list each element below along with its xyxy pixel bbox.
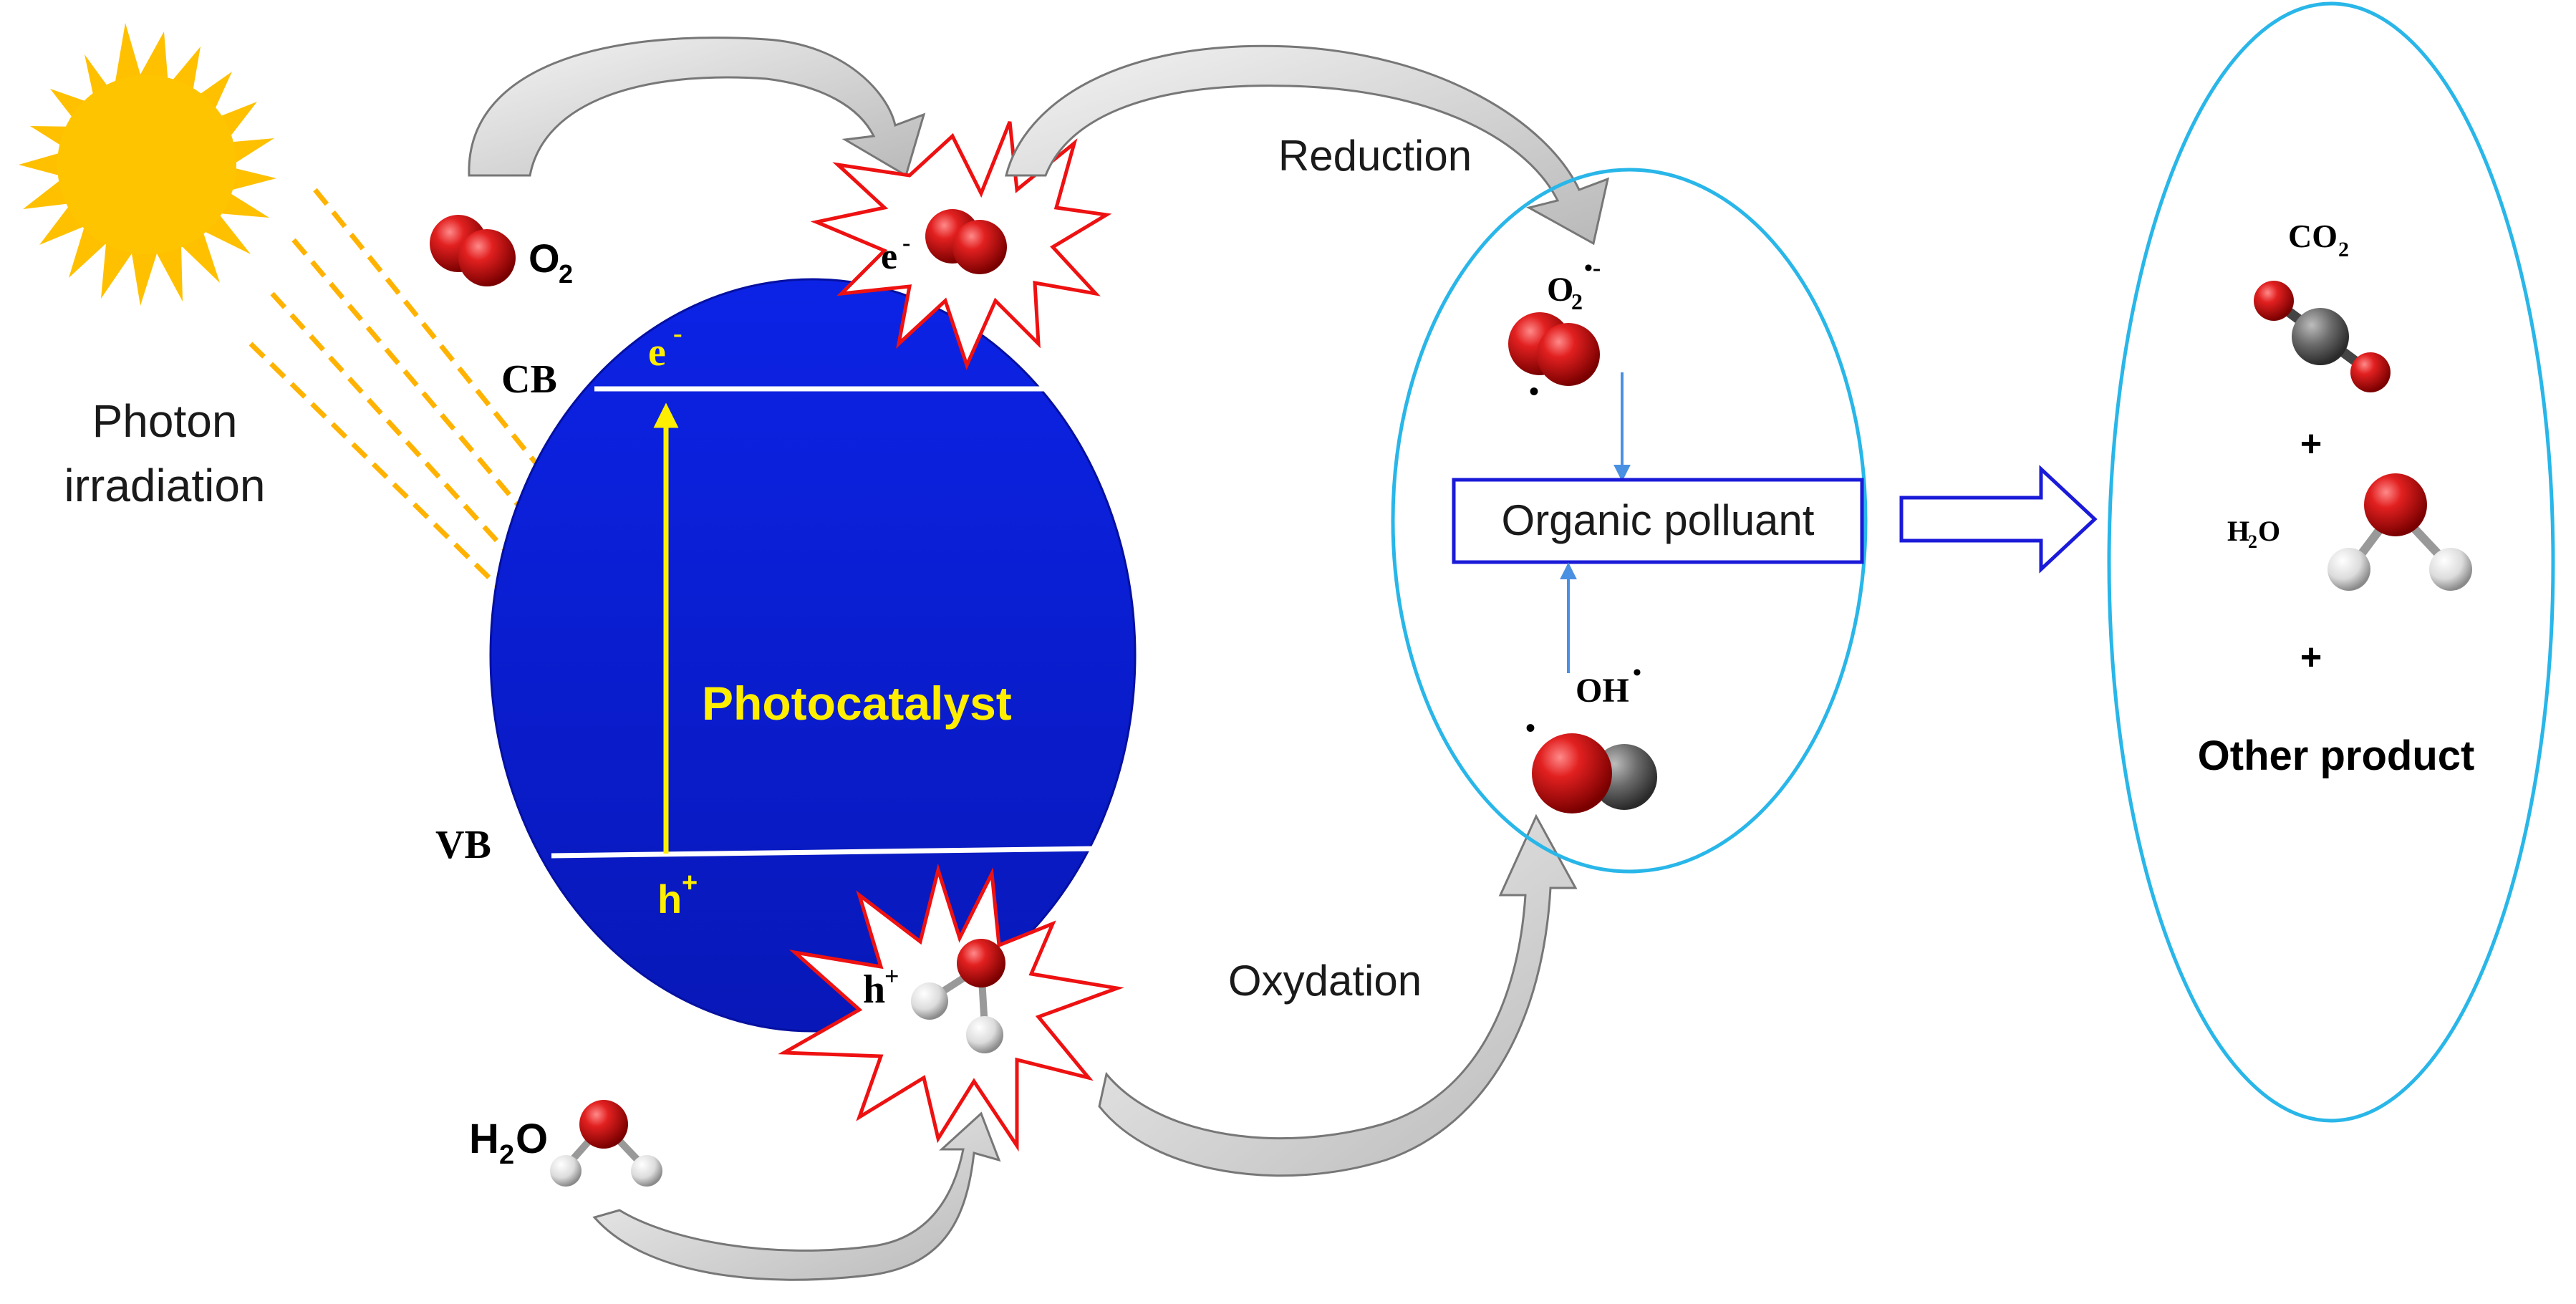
vb-label: VB: [435, 823, 491, 867]
svg-text:•-: •-: [1584, 255, 1601, 281]
h2o-left-molecule-icon: [550, 1100, 662, 1187]
oxydation-arrow: [1098, 813, 1578, 1177]
hydroxyl-radical-dot: •: [1525, 712, 1535, 744]
svg-text:+: +: [884, 962, 899, 990]
cb-electron-label: e -: [648, 319, 682, 375]
svg-text:O: O: [2258, 515, 2280, 547]
superoxide-radical-dot: •: [1529, 375, 1539, 407]
svg-text:O: O: [529, 236, 560, 281]
svg-text:O: O: [516, 1116, 548, 1162]
svg-text:h: h: [863, 967, 885, 1012]
sun-icon: [19, 23, 276, 306]
h2o-right-molecule-icon: [2327, 473, 2472, 591]
products-ellipse: [2107, 1, 2555, 1123]
organic-pollutant-label: Organic polluant: [1502, 496, 1815, 544]
svg-text:H: H: [2227, 515, 2249, 547]
photon-label-line1: Photon: [92, 395, 238, 447]
hole-burst: [778, 863, 1124, 1152]
reduction-label: Reduction: [1278, 132, 1472, 180]
svg-text:2: 2: [499, 1140, 514, 1170]
plus-sign-2: +: [2300, 637, 2322, 678]
svg-text:H: H: [469, 1116, 499, 1162]
superoxide-molecule-icon: [1508, 312, 1600, 386]
valence-band-line: [551, 846, 1096, 859]
svg-text:2: 2: [559, 259, 573, 289]
other-product-label: Other product: [2198, 733, 2475, 779]
svg-text:e: e: [881, 236, 897, 277]
svg-text:2: 2: [1571, 289, 1583, 314]
hydroxyl-molecule-icon: [1532, 733, 1657, 813]
burst-hole-label: h +: [863, 962, 899, 1012]
electron-burst: [810, 121, 1112, 370]
plus-sign-1: +: [2300, 423, 2322, 465]
h2o-right-label: H 2 O: [2227, 515, 2280, 552]
reduction-arrow: [1005, 44, 1610, 246]
organic-pollutant-box: [1452, 478, 1864, 564]
superoxide-label: O 2 •-: [1547, 255, 1601, 314]
o2-molecule-icon: [430, 215, 516, 286]
co2-label: CO 2: [2288, 218, 2349, 261]
photocatalyst-sphere: [489, 278, 1137, 1033]
svg-text:+: +: [682, 868, 698, 898]
svg-text:OH: OH: [1576, 672, 1629, 710]
o2-label: O 2: [529, 236, 573, 289]
svg-text:e: e: [648, 330, 666, 375]
svg-text:2: 2: [2248, 531, 2257, 552]
h2o-to-hole-arrow: [592, 1111, 1001, 1281]
photon-label-line2: irradiation: [64, 460, 265, 511]
o2-to-electron-arrow: [468, 37, 926, 178]
hydroxyl-label: OH •: [1576, 660, 1641, 710]
svg-text:CO: CO: [2288, 218, 2338, 254]
svg-text:2: 2: [2338, 238, 2349, 261]
h2o-left-label: H 2 O: [469, 1116, 548, 1170]
photocatalyst-label: Photocatalyst: [702, 677, 1012, 730]
svg-text:-: -: [673, 319, 682, 349]
vb-hole-label: h +: [657, 868, 698, 922]
svg-text:O: O: [1547, 271, 1573, 309]
to-products-arrow: [1899, 465, 2098, 574]
svg-text:-: -: [902, 230, 910, 256]
burst-electron-label: e -: [881, 230, 910, 277]
radicals-ellipse: [1391, 168, 1868, 874]
svg-text:h: h: [657, 876, 682, 922]
cb-label: CB: [501, 357, 557, 402]
svg-text:•: •: [1633, 660, 1641, 686]
co2-molecule-icon: [2254, 281, 2391, 392]
oxydation-label: Oxydation: [1228, 957, 1422, 1005]
